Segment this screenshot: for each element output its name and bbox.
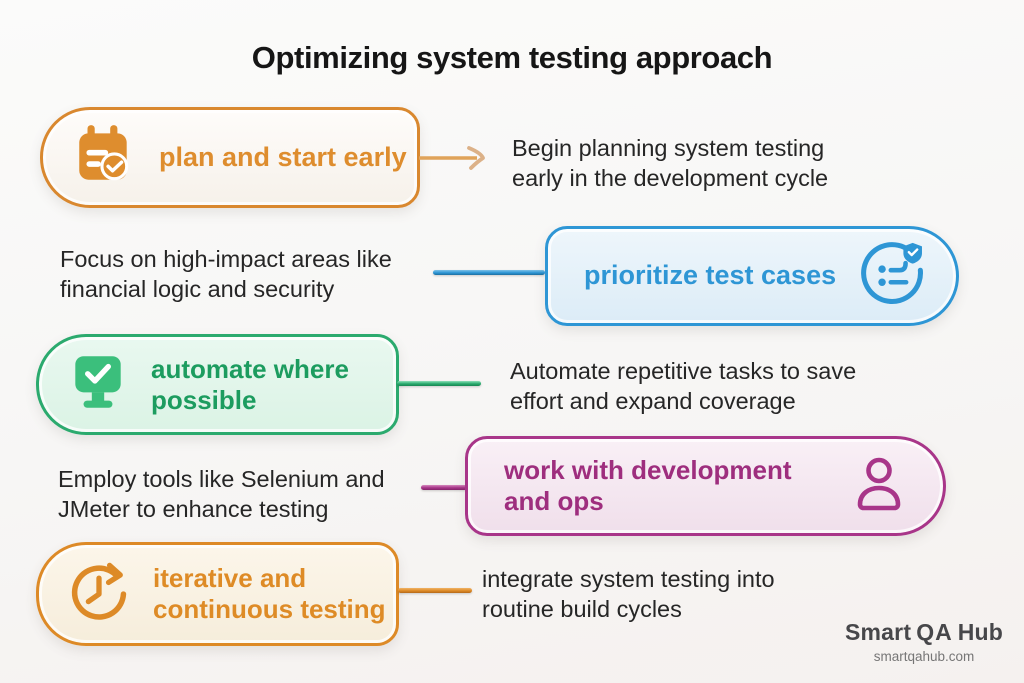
connector-line [433,270,545,275]
brand-logo: Smart QA Hub smartqahub.com [840,619,1008,664]
step-box-automate-where-possible: automate where possible [36,334,399,435]
brand-suffix: Hub [957,619,1003,645]
connector-line [421,485,467,490]
step-label: plan and start early [159,141,407,172]
step-label: work with development and ops [504,455,792,516]
calendar-check-icon [71,122,137,193]
step-description: Employ tools like Selenium and JMeter to… [58,466,385,522]
step-box-prioritize-test-cases: prioritize test cases [545,226,959,326]
step-description: Begin planning system testing early in t… [512,135,829,191]
step-box-iterative-and-continuous-testing: iterative and continuous testing [36,542,399,646]
step-description: Automate repetitive tasks to save effort… [510,358,857,414]
connector-arrow-right-icon [419,144,491,177]
step-box-work-with-development-and-ops: work with development and ops [465,436,946,536]
step-label: iterative and continuous testing [153,563,386,624]
connector-line [397,381,481,386]
step-description: Focus on high-impact areas like financia… [60,246,392,302]
qa-monogram: QA [916,619,953,645]
step-label: prioritize test cases [584,260,837,291]
page-title: Optimizing system testing approach [251,40,773,75]
monitor-check-icon [65,349,131,420]
step-label: automate where possible [151,353,349,415]
clock-history-icon [65,558,133,631]
brand-prefix: Smart [844,619,912,645]
step-box-plan-and-start-early: plan and start early [40,107,420,208]
checklist-circle-icon [858,239,928,314]
person-icon [847,452,911,521]
brand-url: smartqahub.com [873,649,975,664]
step-description: integrate system testing into routine bu… [482,566,775,622]
connector-line [398,588,472,593]
